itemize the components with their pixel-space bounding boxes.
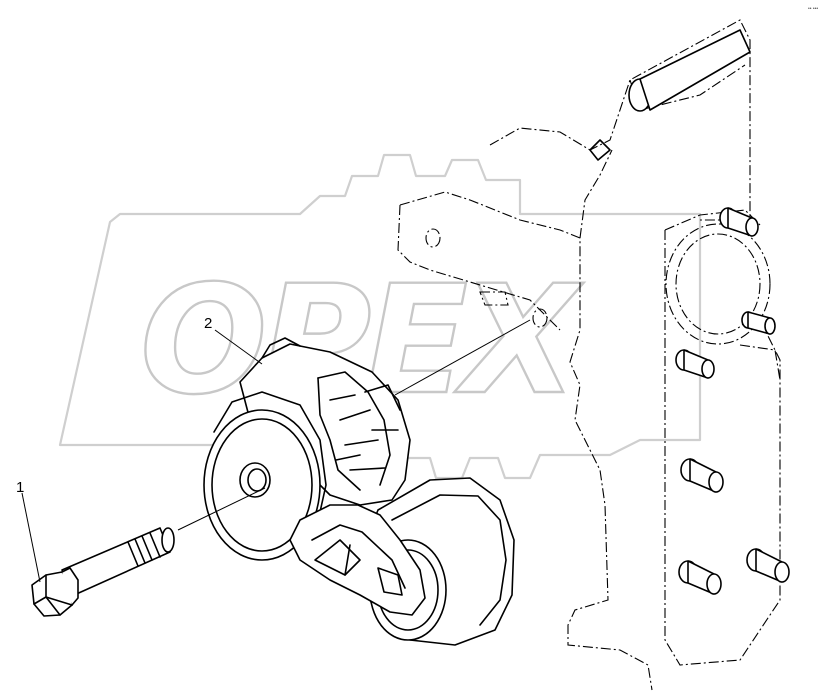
stud (675, 349, 715, 379)
corner-code: •• ••• (808, 6, 818, 12)
bracket-studs (589, 29, 790, 595)
stud (678, 560, 722, 595)
stud (719, 207, 759, 237)
stud (746, 548, 790, 583)
callout-2: 2 (204, 315, 212, 332)
belt-tensioner (203, 337, 515, 646)
callout-1: 1 (16, 479, 24, 496)
stud (741, 311, 776, 335)
tensioner-arm (289, 504, 426, 616)
bolt (31, 527, 175, 617)
dowel-pin (589, 29, 751, 161)
bolt-head (31, 567, 79, 617)
tensioner-pulley (203, 391, 327, 561)
leader-lines (21, 319, 531, 583)
stud (680, 458, 724, 493)
